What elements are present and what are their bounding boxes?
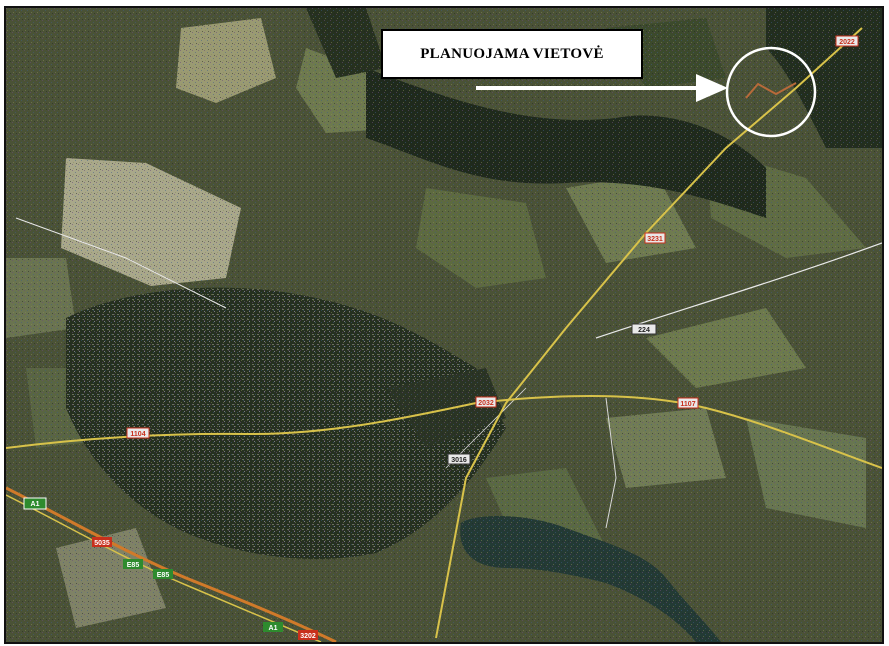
highway-a1 [6,486,337,642]
satellite-map[interactable]: 2022 3231 224 1107 2032 3016 1104 A1 [4,6,884,644]
svg-text:3231: 3231 [647,236,663,243]
callout-label: PLANUOJAMA VIETOVĖ [420,45,604,62]
svg-text:1107: 1107 [680,401,695,408]
svg-text:E85: E85 [127,562,140,569]
road-label-224: 224 [631,323,657,335]
svg-text:224: 224 [638,327,650,334]
arrow-icon [476,74,728,102]
road-label-2022: 2022 [835,35,859,47]
road-label-a1: A1 [23,497,47,510]
svg-text:3202: 3202 [300,633,316,640]
road-label-a1-b: A1 [263,622,283,632]
svg-text:A1: A1 [269,625,278,632]
svg-text:5035: 5035 [94,540,110,547]
svg-text:2022: 2022 [839,39,855,46]
road-label-3202: 3202 [298,630,318,640]
planned-location-callout: PLANUOJAMA VIETOVĖ [381,29,643,79]
road-label-5035: 5035 [92,537,112,547]
map-canvas: 2022 3231 224 1107 2032 3016 1104 A1 [6,8,882,642]
road-label-3231: 3231 [644,232,666,244]
highway-north [435,27,863,639]
road-label-2032: 2032 [475,396,497,408]
svg-text:A1: A1 [31,501,40,508]
road-label-1104: 1104 [126,427,150,439]
svg-text:2032: 2032 [478,400,494,407]
svg-text:E85: E85 [157,572,170,579]
road-label-e85-b: E85 [153,569,173,579]
planned-location-circle [725,46,817,138]
svg-text:1104: 1104 [130,431,145,438]
road-label-3016: 3016 [447,453,471,465]
svg-text:3016: 3016 [451,457,467,464]
road-label-e85: E85 [123,559,143,569]
road-label-1107: 1107 [677,397,699,409]
